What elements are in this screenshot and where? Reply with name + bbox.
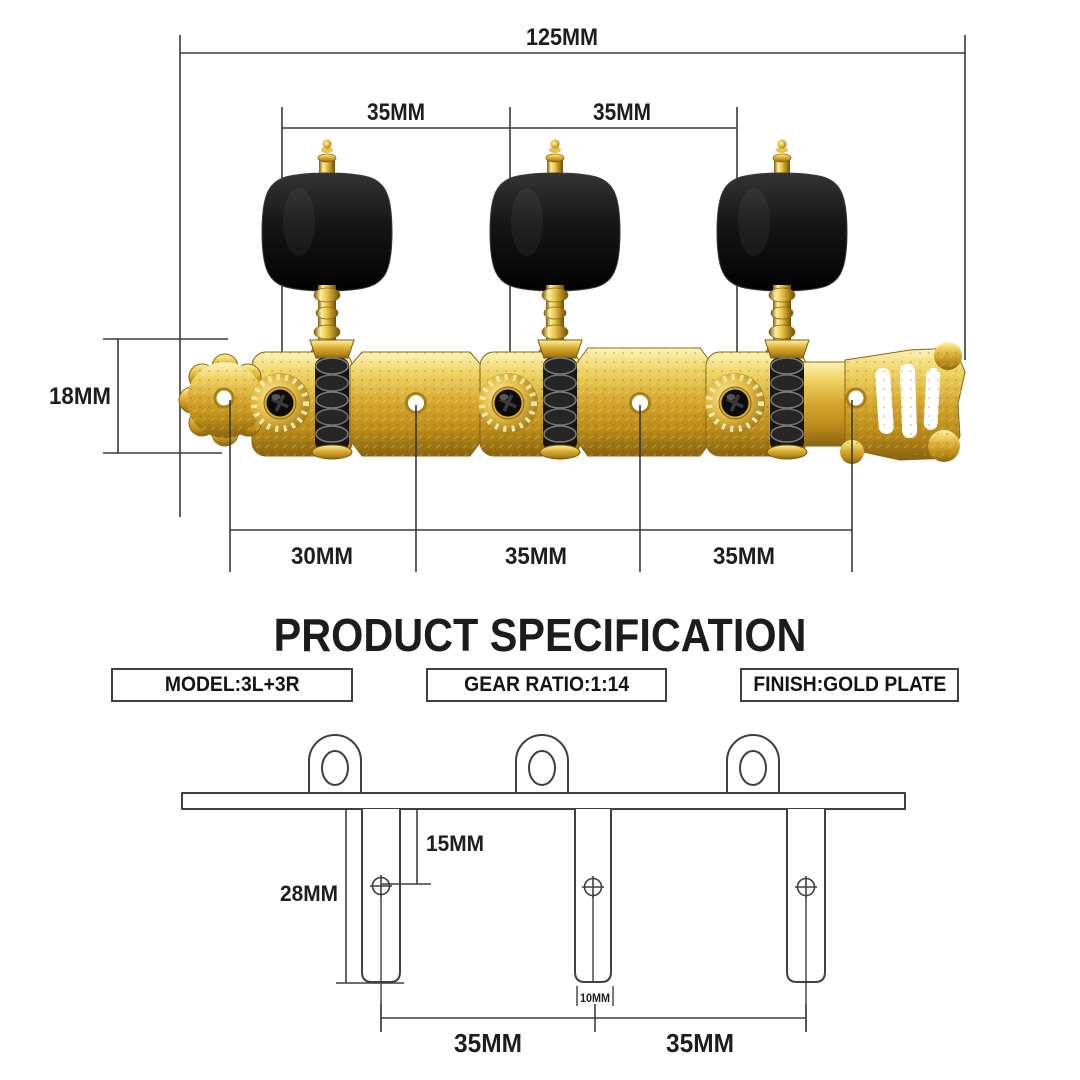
dim-label-top-35mm-right: 35MM <box>593 99 651 126</box>
spec-box-gear-ratio-label: GEAR RATIO:1:14 <box>464 673 629 696</box>
dim-label-28mm: 28MM <box>280 881 338 906</box>
dim-label-15mm: 15MM <box>426 831 484 856</box>
dim-label-bottom-35mm-mid: 35MM <box>505 543 567 570</box>
spec-box-finish: FINISH:GOLD PLATE <box>740 668 959 702</box>
spec-box-model: MODEL:3L+3R <box>111 668 353 702</box>
spec-box-gear-ratio: GEAR RATIO:1:14 <box>426 668 667 702</box>
tuner-shaft <box>538 285 572 352</box>
dimension-overall-width <box>179 35 966 517</box>
dimension-plate-height <box>103 338 228 454</box>
worm-gear <box>764 339 810 460</box>
tab-hole-2 <box>528 750 556 786</box>
spec-box-model-label: MODEL:3L+3R <box>164 673 300 696</box>
tuner-button <box>489 172 621 292</box>
dim-label-30mm: 30MM <box>291 543 353 570</box>
dimension-hole-spacing-bottom <box>229 400 853 572</box>
section-title-text: PRODUCT SPECIFICATION <box>273 609 807 661</box>
tuner-plate-photo <box>178 139 966 464</box>
spec-box-finish-label: FINISH:GOLD PLATE <box>753 673 946 696</box>
dim-label-top-35mm-left: 35MM <box>367 99 425 126</box>
tuner-button <box>261 172 393 292</box>
tuner-photo-diagram: 125MM 35MM 35MM <box>49 24 966 572</box>
post-centerlines <box>380 895 807 1031</box>
dimension-post-spacing-bottom <box>380 1004 807 1032</box>
crown-gear <box>250 373 310 433</box>
tab-hole-3 <box>739 750 767 786</box>
crown-gear <box>478 373 538 433</box>
dim-label-125mm: 125MM <box>526 24 598 51</box>
dimension-10mm <box>576 986 614 1006</box>
plate-outline <box>181 792 906 810</box>
section-title: PRODUCT SPECIFICATION <box>0 608 1080 661</box>
tuner-assembly-3 <box>705 139 848 460</box>
tuner-technical-drawing: 15MM 28MM 10MM 35MM 35MM <box>181 734 906 1058</box>
dim-label-drawing-35mm-left: 35MM <box>454 1028 522 1058</box>
dimension-28mm <box>336 809 404 984</box>
dim-label-18mm: 18MM <box>49 383 111 410</box>
post-screw-holes <box>370 875 817 898</box>
worm-gear <box>537 339 583 460</box>
tuner-button <box>716 172 848 292</box>
tab-hole-1 <box>321 750 349 786</box>
crown-gear <box>705 373 765 433</box>
tuner-assembly-1 <box>250 139 393 460</box>
worm-gear <box>309 339 355 460</box>
dimension-15mm <box>381 809 431 885</box>
dim-label-10mm: 10MM <box>580 991 610 1005</box>
dim-label-bottom-35mm-right: 35MM <box>713 543 775 570</box>
dim-label-drawing-35mm-right: 35MM <box>666 1028 734 1058</box>
tuner-assembly-2 <box>478 139 621 460</box>
